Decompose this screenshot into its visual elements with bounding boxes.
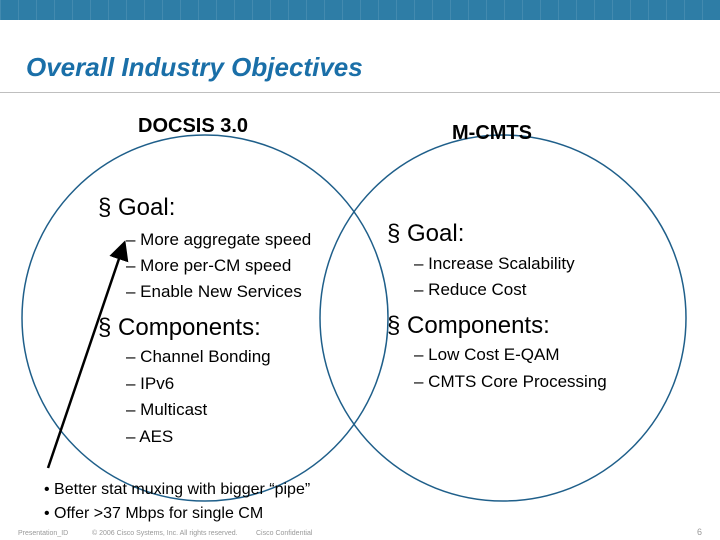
docsis-component-item: – Channel Bonding — [126, 347, 271, 366]
docsis-goal-item: – Enable New Services — [126, 282, 302, 301]
docsis-component-item: – IPv6 — [126, 374, 175, 393]
footer-copyright: © 2006 Cisco Systems, Inc. All rights re… — [92, 530, 238, 537]
footer-presentation-id: Presentation_ID — [18, 530, 69, 537]
slide-title: Overall Industry Objectives — [26, 52, 363, 82]
docsis-label: DOCSIS 3.0 — [138, 115, 249, 137]
page-number: 6 — [696, 527, 702, 537]
docsis-component-item: – AES — [126, 427, 174, 446]
mcmts-label: M-CMTS — [452, 122, 532, 144]
mcmts-goal-heading: § Goal: — [387, 220, 465, 247]
mcmts-component-item: – CMTS Core Processing — [414, 372, 607, 391]
mcmts-components-heading: § Components: — [387, 312, 550, 339]
docsis-components-heading: § Components: — [98, 314, 261, 341]
docsis-component-item: – Multicast — [126, 400, 208, 419]
mcmts-circle — [319, 134, 687, 502]
header-pattern — [0, 0, 720, 20]
docsis-goal-heading: § Goal: — [98, 194, 176, 221]
mcmts-goal-item: – Reduce Cost — [414, 280, 527, 299]
title-divider — [0, 92, 720, 93]
docsis-goal-item: – More per-CM speed — [126, 256, 292, 275]
callout-bullet: • Offer >37 Mbps for single CM — [44, 505, 264, 522]
mcmts-goal-item: – Increase Scalability — [414, 254, 575, 273]
docsis-goal-item: – More aggregate speed — [126, 230, 312, 249]
callout-arrow — [46, 240, 129, 469]
mcmts-component-item: – Low Cost E-QAM — [414, 345, 560, 364]
callout-bullet: • Better stat muxing with bigger “pipe” — [44, 481, 311, 498]
header-bar — [0, 0, 720, 20]
docsis-circle — [21, 134, 389, 502]
footer-confidential: Cisco Confidential — [256, 530, 313, 537]
